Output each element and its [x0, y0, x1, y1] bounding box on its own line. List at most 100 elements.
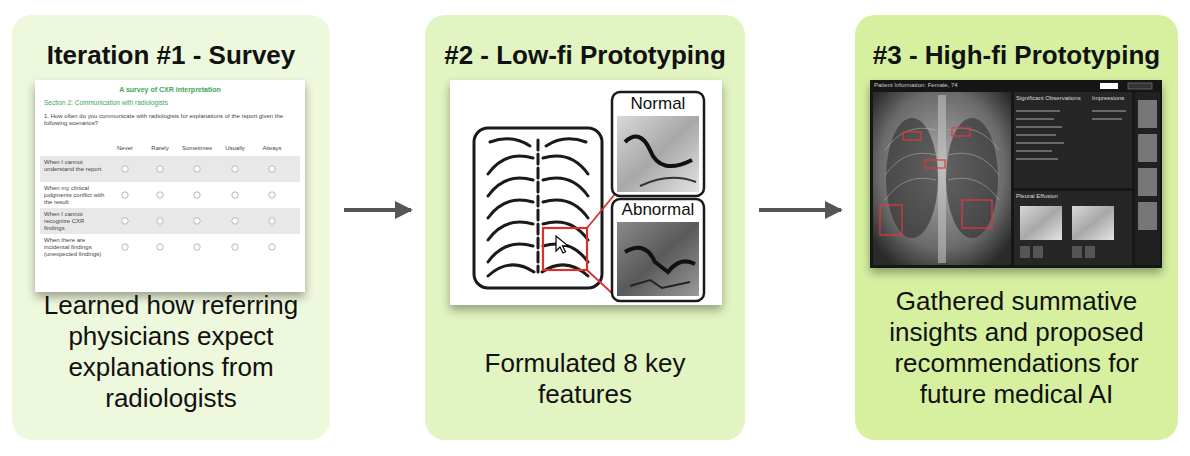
hifi-screen: [1016, 142, 1064, 144]
survey-screenshot: [232, 244, 238, 250]
survey-screenshot: [122, 166, 275, 250]
table-header: Always: [252, 145, 292, 152]
survey-screenshot: [35, 80, 305, 292]
screen-header: Patient Information: Female, 74: [874, 82, 984, 89]
flow-arrow: [759, 208, 841, 212]
lowfi-sketch: [625, 248, 695, 272]
hifi-screen: [1138, 202, 1157, 230]
hifi-screen: [870, 80, 1162, 268]
hifi-screen: [903, 132, 921, 140]
stage-box: #2 - Low-fi PrototypingFormulated 8 key …: [425, 15, 745, 440]
panel-heading: Pleural Effusion: [1016, 193, 1116, 200]
lowfi-sketch: [543, 228, 587, 270]
hifi-screen: [925, 160, 945, 168]
lowfi-sketch: [488, 156, 533, 174]
survey-screenshot: [194, 218, 200, 224]
lowfi-sketch: [625, 137, 692, 167]
hifi-screen: [946, 118, 998, 238]
hifi-screen: [948, 153, 999, 175]
lowfi-sketch: [542, 265, 588, 276]
hifi-screen: [870, 80, 1162, 268]
lowfi-sketch: [556, 236, 568, 253]
hifi-screen: [885, 128, 999, 200]
hifi-screen: [1014, 191, 1132, 265]
survey-screenshot: [40, 156, 300, 182]
survey-screenshot: [194, 166, 200, 172]
hifi-screen: [1135, 92, 1160, 265]
hifi-screen: [1138, 100, 1157, 128]
hifi-screen: [938, 95, 946, 263]
table-row-label: When my clinical judgments conflict with…: [44, 185, 106, 206]
lowfi-sketch: [488, 139, 588, 276]
flow-arrow: [344, 208, 411, 212]
stage-title: #2 - Low-fi Prototyping: [431, 39, 739, 71]
hifi-screen: [1138, 168, 1157, 196]
lowfi-sketch: [537, 140, 540, 272]
lowfi-sketch: [488, 200, 533, 218]
hifi-screen: [1016, 118, 1054, 120]
survey-screenshot: [194, 192, 200, 198]
survey-screenshot: [157, 218, 163, 224]
table-header: Usually: [215, 145, 255, 152]
survey-screenshot: [194, 244, 200, 250]
hifi-screen: [1016, 126, 1062, 128]
screenshot-title: A survey of CXR interpretation: [35, 86, 305, 94]
hifi-screen: [885, 153, 936, 175]
stage-box: #3 - High-fi PrototypingGathered summati…: [855, 15, 1178, 440]
lowfi-sketch: [543, 222, 588, 240]
lowfi-sketch: [488, 222, 533, 240]
hifi-screen: [1072, 246, 1082, 258]
table-header: Rarely: [140, 145, 180, 152]
lowfi-sketch: [546, 139, 586, 146]
hifi-screen: [1020, 246, 1030, 258]
lowfi-sketch: [587, 194, 615, 228]
hifi-screen: [880, 128, 992, 235]
survey-screenshot: [232, 192, 238, 198]
hifi-screen: [1128, 83, 1152, 89]
stage-title: #3 - High-fi Prototyping: [861, 39, 1172, 71]
lowfi-sketch: [640, 178, 696, 186]
screenshot-section: Section 2: Communication with radiologis…: [44, 99, 294, 107]
hifi-screen: [1016, 110, 1060, 112]
hifi-screen: [885, 128, 936, 150]
survey-screenshot: [122, 166, 128, 172]
stage-summary: Formulated 8 key features: [443, 348, 728, 410]
hifi-screen: [1100, 83, 1118, 89]
hifi-screen: [1020, 206, 1062, 240]
lowfi-sketch: [450, 80, 722, 305]
panel-heading: Significant Observations: [1016, 95, 1090, 102]
survey-screenshot: [122, 218, 128, 224]
hifi-screen: [1072, 206, 1114, 240]
hifi-screen: [1016, 150, 1052, 152]
table-header: Sometimes: [177, 145, 217, 152]
stage-summary: Learned how referring physicians expect …: [29, 290, 314, 414]
lowfi-sketch: [450, 80, 722, 305]
table-row-label: When I cannot understand the report: [44, 159, 106, 173]
hifi-screen: [1138, 100, 1157, 230]
lowfi-sketch: [587, 270, 615, 296]
hifi-screen: [1138, 134, 1157, 162]
survey-screenshot: [269, 166, 275, 172]
hifi-screen: [873, 92, 1011, 265]
panel-label: Abnormal: [612, 200, 704, 220]
hifi-screen: [885, 178, 936, 200]
lowfi-sketch: [612, 92, 704, 196]
survey-screenshot: [232, 166, 238, 172]
lowfi-sketch: [543, 178, 588, 196]
survey-screenshot: [157, 166, 163, 172]
hifi-screen: [1016, 134, 1056, 136]
lowfi-sketch: [543, 200, 588, 218]
lowfi-sketch: [612, 199, 704, 301]
hifi-screen: [1014, 92, 1132, 188]
hifi-screen: [952, 128, 970, 136]
panel-label: Normal: [612, 94, 704, 114]
lowfi-sketch: [488, 178, 533, 196]
survey-screenshot: [269, 244, 275, 250]
survey-screenshot: [122, 244, 128, 250]
hifi-screen: [880, 205, 902, 235]
survey-screenshot: [35, 80, 305, 292]
panel-heading: Impressions: [1092, 95, 1130, 102]
lowfi-sketch: [543, 244, 588, 262]
survey-screenshot: [232, 218, 238, 224]
table-row-label: When there are incidental findings (unex…: [44, 237, 106, 258]
